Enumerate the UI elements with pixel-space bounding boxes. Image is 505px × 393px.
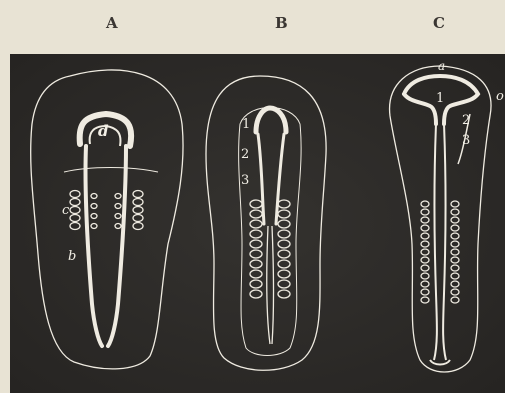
figure-c-label-2: 2 [462,114,470,127]
figure-c-label-3: 3 [462,134,470,147]
figure-a-label-b: b [68,250,76,263]
figure-c-label-a: a [438,60,445,72]
figure-a-label-c: c [62,204,69,217]
figure-b-label-1: 1 [242,118,250,131]
embryo-illustration [10,54,505,393]
figure-a-label-d: d [98,124,109,139]
figure-c-label-1: 1 [436,92,444,105]
embryo-plate: d c b 1 2 3 a 1 o 2 3 [10,54,505,393]
column-label-a: A [106,14,118,32]
figure-b-label-3: 3 [241,174,249,187]
figure-b-label-2: 2 [241,148,249,161]
column-label-b: B [275,14,288,32]
figure-c-label-o: o [496,90,504,103]
column-label-c: C [433,14,445,32]
